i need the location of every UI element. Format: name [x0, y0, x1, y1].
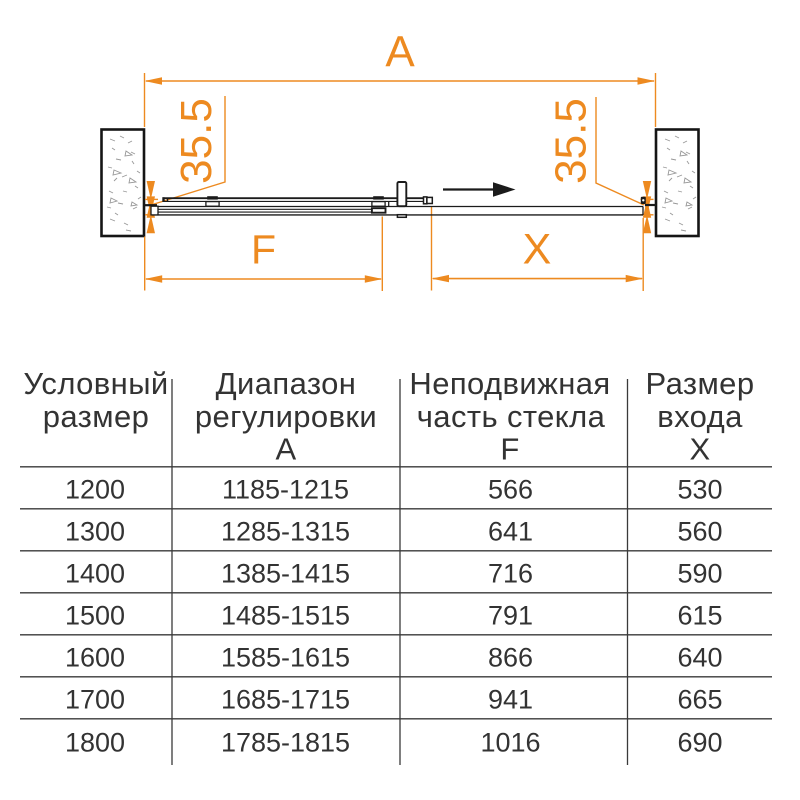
svg-text:530: 530 [677, 474, 722, 504]
svg-text:35.5: 35.5 [547, 98, 596, 184]
svg-text:F: F [251, 227, 276, 273]
svg-text:1300: 1300 [65, 516, 125, 546]
svg-text:665: 665 [677, 684, 722, 714]
svg-text:1285-1315: 1285-1315 [221, 516, 350, 546]
svg-text:615: 615 [677, 600, 722, 630]
svg-text:566: 566 [488, 474, 533, 504]
svg-text:1685-1715: 1685-1715 [221, 684, 350, 714]
svg-text:Условный: Условный [23, 366, 168, 401]
svg-text:1800: 1800 [65, 728, 125, 758]
svg-text:размер: размер [43, 399, 150, 434]
svg-text:Размер: Размер [646, 366, 755, 401]
svg-text:941: 941 [488, 684, 533, 714]
svg-text:791: 791 [488, 600, 533, 630]
svg-text:1585-1615: 1585-1615 [221, 642, 350, 672]
svg-text:1185-1215: 1185-1215 [222, 474, 349, 504]
svg-text:35.5: 35.5 [172, 98, 221, 184]
svg-text:1600: 1600 [65, 642, 125, 672]
svg-text:X: X [523, 226, 552, 274]
svg-text:входа: входа [657, 399, 743, 434]
svg-text:641: 641 [488, 516, 533, 546]
svg-text:регулировки: регулировки [195, 399, 377, 434]
svg-text:590: 590 [677, 558, 722, 588]
svg-text:716: 716 [488, 558, 533, 588]
svg-text:X: X [689, 432, 710, 467]
svg-text:560: 560 [677, 516, 722, 546]
svg-text:1485-1515: 1485-1515 [221, 600, 350, 630]
svg-text:A: A [385, 28, 415, 77]
svg-text:1016: 1016 [480, 728, 540, 758]
svg-text:640: 640 [677, 642, 722, 672]
svg-text:866: 866 [488, 642, 533, 672]
svg-text:1700: 1700 [65, 684, 125, 714]
svg-text:690: 690 [677, 728, 722, 758]
svg-text:1385-1415: 1385-1415 [221, 558, 350, 588]
svg-text:1500: 1500 [65, 600, 125, 630]
svg-text:Диапазон: Диапазон [216, 366, 357, 401]
svg-text:А: А [275, 432, 296, 467]
svg-text:1200: 1200 [65, 474, 125, 504]
svg-text:1785-1815: 1785-1815 [221, 728, 350, 758]
svg-text:Неподвижная: Неподвижная [409, 366, 610, 401]
svg-text:F: F [500, 432, 519, 467]
svg-text:часть стекла: часть стекла [417, 399, 606, 434]
svg-text:1400: 1400 [65, 558, 125, 588]
